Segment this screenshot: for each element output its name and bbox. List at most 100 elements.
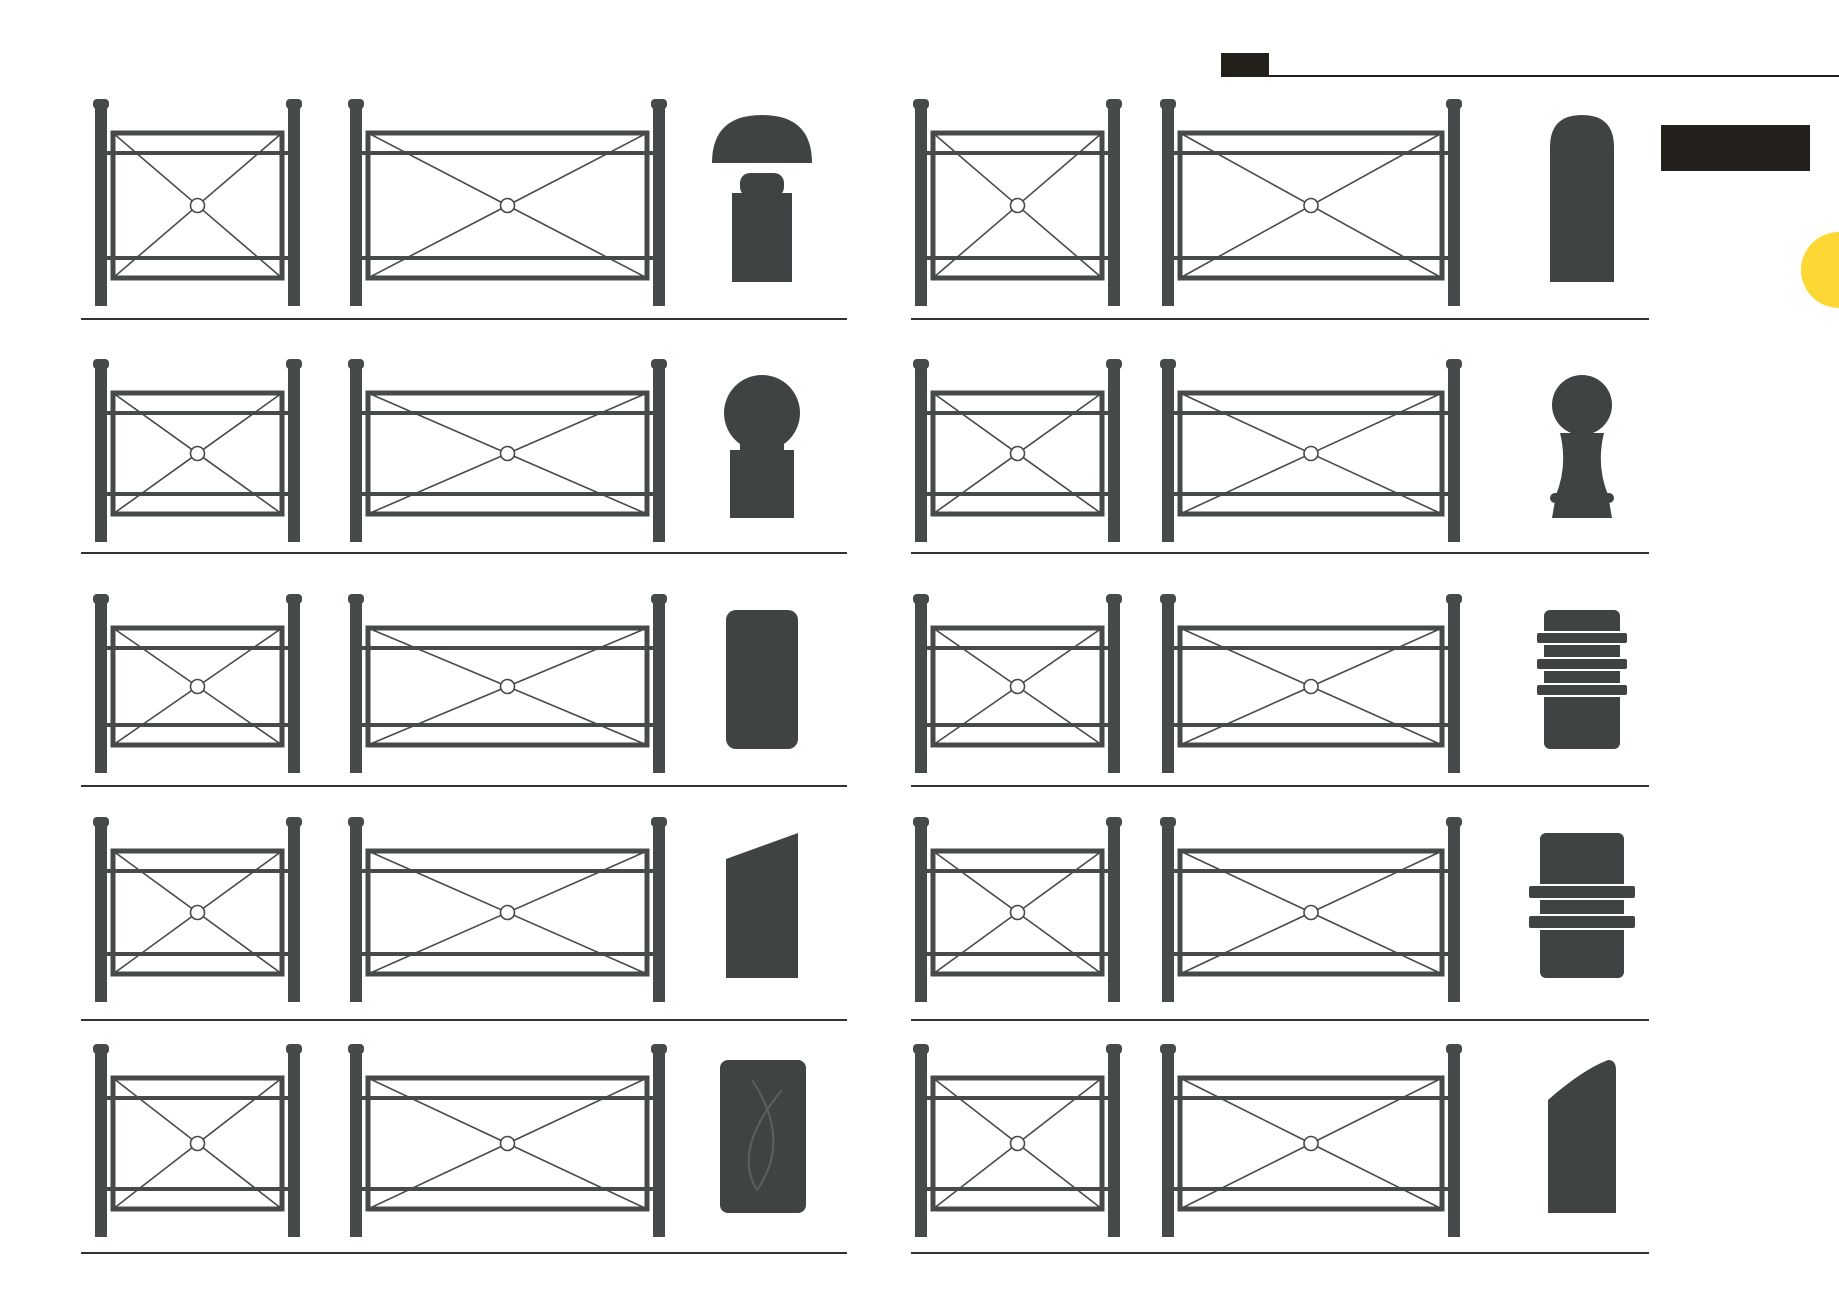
railing-post xyxy=(1448,1052,1460,1237)
large-panel-frame xyxy=(365,625,650,748)
connector-bar xyxy=(1174,952,1448,956)
panel-diagonal xyxy=(202,627,283,684)
railing-post xyxy=(915,367,927,542)
panel-diagonal xyxy=(1179,850,1306,911)
panel-diagonal xyxy=(112,132,193,202)
railing-post xyxy=(915,602,927,773)
panel-diagonal xyxy=(1022,850,1103,910)
post-top xyxy=(651,99,667,109)
panel-diagonal xyxy=(513,1145,648,1210)
railing-post xyxy=(1162,1052,1174,1237)
railing-post xyxy=(1108,107,1120,306)
panel-diagonal xyxy=(1179,208,1306,279)
post-cap-dome-top xyxy=(1550,115,1614,282)
header-rule xyxy=(1269,75,1839,77)
panel-ring xyxy=(1303,445,1319,462)
panel-ring xyxy=(1009,1135,1026,1152)
railing-post xyxy=(1162,367,1174,542)
post-top xyxy=(286,594,302,604)
panel-diagonal xyxy=(1316,132,1443,203)
panel-ring xyxy=(1009,197,1026,214)
panel-diagonal xyxy=(112,1077,193,1140)
post-top xyxy=(348,99,364,109)
panel-diagonal xyxy=(513,1077,648,1142)
panel-diagonal xyxy=(202,850,283,910)
post-top xyxy=(651,594,667,604)
panel-diagonal xyxy=(1179,688,1305,746)
connector-bar xyxy=(927,1187,1108,1191)
panel-diagonal xyxy=(112,850,193,910)
panel-diagonal xyxy=(1022,1147,1103,1210)
connector-bar xyxy=(107,411,288,415)
post-top xyxy=(93,594,109,604)
railing-post xyxy=(1162,602,1174,773)
post-cap-triple-ring-collar xyxy=(1535,631,1629,645)
post-cap-decorative-panel xyxy=(747,1079,783,1192)
panel-diagonal xyxy=(1022,627,1103,684)
connector-bar xyxy=(107,646,288,650)
panel-diagonal xyxy=(112,915,193,975)
post-top xyxy=(1106,359,1122,369)
railing-post xyxy=(95,602,107,773)
row-divider xyxy=(81,318,847,320)
connector-bar xyxy=(362,1096,653,1100)
panel-ring xyxy=(1303,678,1319,695)
panel-diagonal xyxy=(112,456,193,515)
panel-ring xyxy=(499,1135,516,1152)
post-cap-ball-finial xyxy=(730,450,794,518)
connector-bar xyxy=(927,723,1108,727)
panel-diagonal xyxy=(932,1147,1013,1210)
small-panel-frame xyxy=(110,848,285,977)
panel-diagonal xyxy=(1317,627,1443,685)
post-top xyxy=(1160,817,1176,827)
railing-post xyxy=(1448,367,1460,542)
post-top xyxy=(913,817,929,827)
panel-ring xyxy=(189,1135,206,1152)
connector-bar xyxy=(927,1096,1108,1100)
connector-bar xyxy=(107,1187,288,1191)
panel-diagonal xyxy=(1316,208,1443,279)
panel-diagonal xyxy=(932,850,1013,910)
railing-post xyxy=(915,825,927,1002)
railing-post xyxy=(288,367,300,542)
panel-diagonal xyxy=(1022,689,1103,746)
panel-diagonal xyxy=(513,392,648,452)
railing-post xyxy=(1108,602,1120,773)
post-top xyxy=(913,1044,929,1054)
post-top xyxy=(1160,1044,1176,1054)
railing-post xyxy=(350,602,362,773)
panel-ring xyxy=(499,904,516,921)
railing-post xyxy=(1448,107,1460,306)
small-panel-frame xyxy=(110,390,285,517)
post-top xyxy=(913,99,929,109)
connector-bar xyxy=(107,151,288,155)
large-panel-frame xyxy=(365,1075,650,1212)
panel-diagonal xyxy=(367,1077,502,1142)
post-top xyxy=(1106,594,1122,604)
panel-diagonal xyxy=(932,132,1013,202)
railing-post xyxy=(1448,602,1460,773)
post-cap-turned-ball-finial xyxy=(1552,433,1612,518)
panel-diagonal xyxy=(367,850,502,911)
panel-diagonal xyxy=(932,689,1013,746)
panel-diagonal xyxy=(932,915,1013,975)
post-cap-triple-ring-collar xyxy=(1535,683,1629,697)
small-panel-frame xyxy=(930,625,1105,748)
post-top xyxy=(651,817,667,827)
post-top xyxy=(1446,99,1462,109)
panel-diagonal xyxy=(202,1077,283,1140)
panel-diagonal xyxy=(202,689,283,746)
railing-post xyxy=(288,825,300,1002)
post-top xyxy=(1106,817,1122,827)
panel-diagonal xyxy=(1317,688,1443,746)
railing-post xyxy=(350,825,362,1002)
large-panel-frame xyxy=(365,130,650,281)
panel-diagonal xyxy=(1022,1077,1103,1140)
post-top xyxy=(913,359,929,369)
small-panel-frame xyxy=(110,130,285,281)
large-panel-frame xyxy=(365,390,650,517)
post-cap-turned-ball-finial xyxy=(1550,493,1614,503)
post-cap-rounded-flat-top xyxy=(726,610,798,749)
connector-bar xyxy=(107,723,288,727)
